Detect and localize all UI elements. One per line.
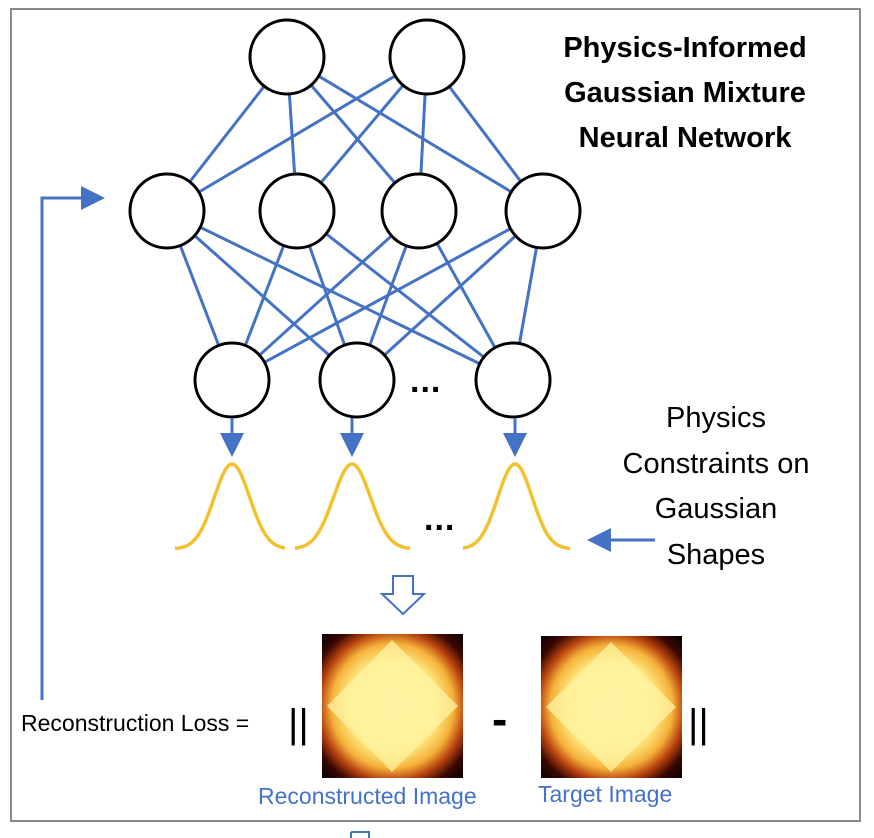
norm-close: || <box>688 702 709 746</box>
network-edges <box>178 74 539 366</box>
minus-sign: - <box>492 693 508 745</box>
physics-line: Constraints on <box>622 447 810 480</box>
network-edge <box>517 247 539 344</box>
physics-line: Gaussian <box>654 493 778 525</box>
diagram-frame <box>10 8 861 822</box>
hollow-down-arrow <box>379 575 427 616</box>
gaussian-curves <box>174 462 571 551</box>
reconstructed-caption: Reconstructed Image <box>258 783 477 809</box>
network-edge <box>178 244 221 347</box>
network-edge <box>309 84 397 184</box>
network-node <box>504 172 582 250</box>
title-line: Gaussian Mixture <box>564 77 806 109</box>
network-title: Physics-Informed Gaussian Mixture Neural… <box>520 26 850 161</box>
target-image <box>541 636 682 778</box>
network-node <box>380 172 458 250</box>
network-edge <box>317 74 513 194</box>
network-edge <box>287 93 297 175</box>
network-node <box>248 18 326 96</box>
network-node <box>318 341 396 419</box>
network-edge <box>243 244 286 347</box>
output-arrows <box>220 418 527 457</box>
target-caption: Target Image <box>538 781 673 807</box>
network-edge <box>199 225 481 366</box>
reconstructed-image <box>322 634 463 778</box>
norm-open: || <box>288 702 309 746</box>
gaussian-curve <box>462 462 571 551</box>
physics-line: Physics <box>666 402 766 434</box>
network-node <box>474 341 552 419</box>
gaussian-ellipsis: ... <box>424 500 456 538</box>
network-edge <box>383 234 517 357</box>
network-edge <box>188 85 266 183</box>
network-edge <box>263 227 512 364</box>
network-node <box>193 341 271 419</box>
network-edge <box>193 234 331 357</box>
partial-down-arrow <box>350 831 370 838</box>
physics-line: Shapes <box>666 538 766 571</box>
network-node <box>258 172 336 250</box>
feedback-arrow <box>40 186 105 700</box>
node-ellipsis: ... <box>410 362 442 400</box>
gaussian-curve <box>174 462 286 551</box>
gaussian-curve <box>294 462 411 551</box>
title-line: Physics-Informed <box>563 32 807 64</box>
network-edge <box>258 234 393 357</box>
network-edge <box>198 74 396 194</box>
network-edge <box>325 232 485 359</box>
network-node <box>128 172 206 250</box>
network-edge <box>448 85 522 183</box>
network-nodes <box>128 18 582 419</box>
network-edge <box>435 242 497 349</box>
title-line: Neural Network <box>578 122 792 154</box>
network-node <box>388 18 466 96</box>
loss-label: Reconstruction Loss = <box>21 710 250 736</box>
network-edge <box>319 84 405 184</box>
network-edge <box>419 93 427 175</box>
physics-constraints-label: Physics Constraints on Gaussian Shapes <box>598 396 834 578</box>
